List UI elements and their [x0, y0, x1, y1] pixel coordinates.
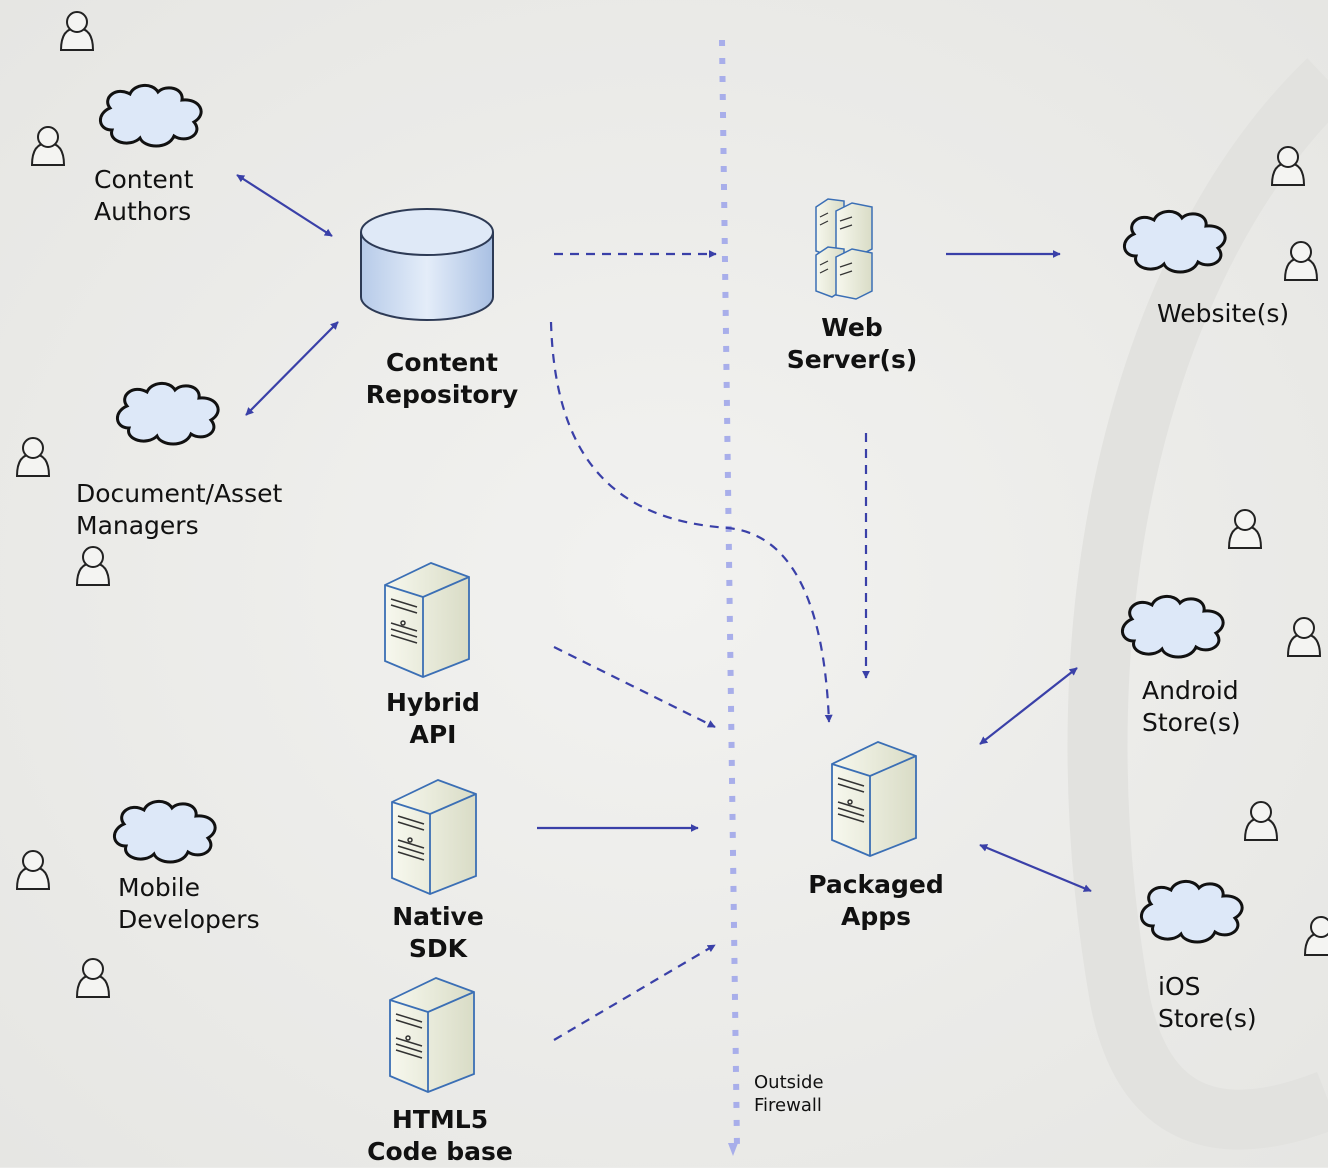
user-icon [75, 958, 111, 998]
database-icon [360, 208, 494, 321]
user-icon [1270, 146, 1306, 186]
server-icon [391, 779, 477, 895]
user-icon [15, 437, 51, 477]
arrow-repository-packaged [549, 321, 833, 723]
document-managers-label: Document/Asset Managers [76, 479, 283, 540]
user-icon [15, 850, 51, 890]
arrow-packaged-ios [979, 843, 1092, 893]
arrow-repository-managers [245, 321, 339, 416]
content-repository-label: Content Repository [365, 348, 519, 409]
server-icon [384, 562, 470, 678]
ios-store-label: iOS Store(s) [1158, 972, 1257, 1033]
cloud-icon [1123, 210, 1227, 274]
user-icon [59, 11, 95, 51]
hybrid-api-label: Hybrid API [386, 688, 480, 749]
user-icon [1303, 916, 1328, 956]
websites-label: Website(s) [1157, 299, 1290, 328]
firewall-arrowhead [728, 1143, 738, 1156]
arrow-authors-repository [236, 174, 333, 237]
cloud-icon [1140, 880, 1244, 944]
cloud-icon [1121, 595, 1225, 659]
user-icon [30, 126, 66, 166]
user-icon [1243, 801, 1279, 841]
server-icon [389, 977, 475, 1093]
arrow-hybrid-firewall [553, 646, 716, 728]
user-icon [1227, 509, 1263, 549]
android-store-label: Android Store(s) [1142, 676, 1241, 737]
mobile-developers-label: Mobile Developers [118, 873, 260, 934]
user-icon [1283, 241, 1319, 281]
cloud-icon [116, 382, 220, 446]
server-icon [831, 741, 917, 857]
cloud-icon [99, 84, 203, 148]
native-sdk-label: Native SDK [392, 902, 484, 963]
user-icon [75, 546, 111, 586]
server-rack-icon [815, 198, 873, 300]
user-icon [1286, 617, 1322, 657]
content-authors-label: Content Authors [94, 165, 194, 226]
outside-firewall-label: Outside Firewall [754, 1072, 824, 1116]
html5-codebase-label: HTML5 Code base [367, 1105, 513, 1166]
arrow-packaged-android [979, 667, 1078, 745]
cloud-icon [113, 800, 217, 864]
firewall-line [719, 39, 740, 1149]
packaged-apps-label: Packaged Apps [808, 870, 944, 931]
web-servers-label: Web Server(s) [786, 313, 918, 374]
